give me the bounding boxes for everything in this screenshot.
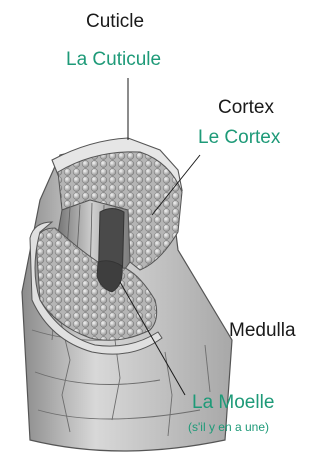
cuticle-label-fr: La Cuticule (66, 50, 161, 69)
medulla-label-en: Medulla (229, 321, 296, 340)
cortex-label-fr: Le Cortex (198, 128, 280, 147)
medulla-label-fr: La Moelle (192, 393, 274, 412)
cortex-label-en: Cortex (218, 98, 274, 117)
cuticle-label-en: Cuticle (86, 12, 144, 31)
medulla-note-fr: (s'il y en a une) (188, 421, 269, 433)
